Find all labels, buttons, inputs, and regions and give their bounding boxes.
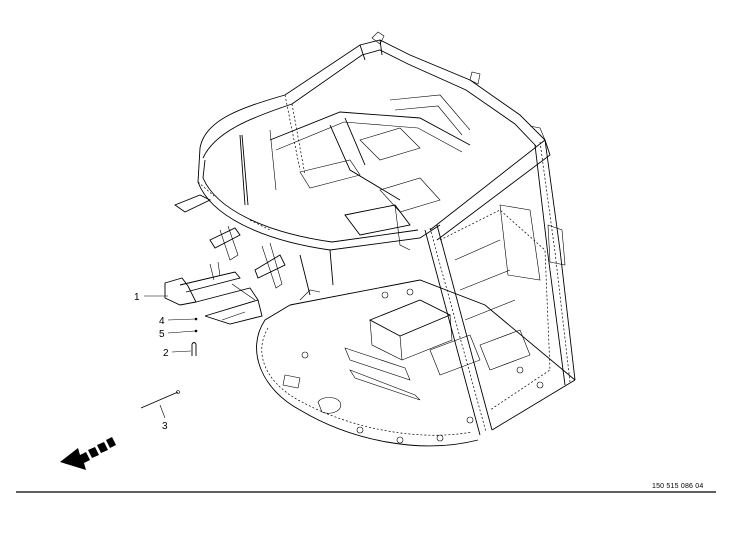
callout-label-3: 3 [162,421,168,432]
direction-arrow-icon [60,437,116,470]
callout-label-1: 1 [134,292,140,303]
document-number: 150 515 086 04 [652,483,704,490]
rod-part-3 [140,390,180,409]
rear-panel [439,209,551,411]
pillars [424,139,576,436]
pin-part-2 [191,342,197,356]
floor-plate [256,279,576,447]
roof-frame [199,31,546,213]
bracket-part-1 [164,261,263,325]
callout-label-5: 5 [159,329,165,340]
side-frame [174,129,441,296]
callout-leaders [144,295,196,419]
callout-label-4: 4 [159,316,165,327]
fastener-part-4 [194,317,198,321]
callout-label-2: 2 [163,348,169,359]
fastener-part-5 [194,329,198,333]
